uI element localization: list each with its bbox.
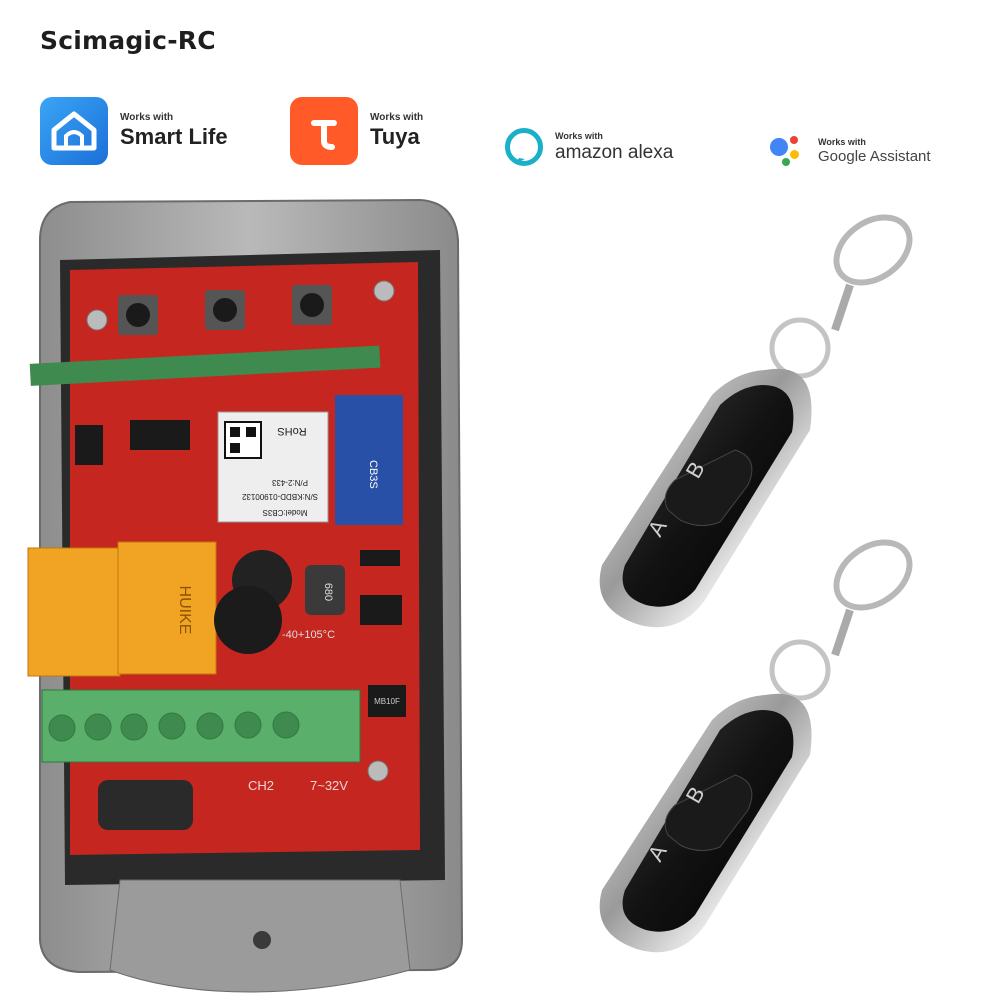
smart-life-house-icon: [40, 97, 108, 165]
alexa-name: amazon alexa: [555, 142, 674, 163]
smart-life-name: Smart Life: [120, 124, 228, 149]
alexa-works-with: Works with: [555, 131, 603, 141]
product-photo: CB3S RoHS P/N:2-433 S/N:KBDD-01900132 Mo…: [27, 198, 913, 993]
google-assistant-dots-icon: [768, 130, 808, 170]
inductor-label: 680: [322, 583, 334, 601]
voltage-label: 7~32V: [310, 778, 348, 793]
tuya-works-with: Works with: [370, 112, 424, 123]
tuya-name: Tuya: [370, 124, 420, 149]
brand-name: Scimagic-RC: [40, 26, 216, 55]
remote-control-bottom: B A: [599, 539, 913, 953]
receiver-pcb: CB3S RoHS P/N:2-433 S/N:KBDD-01900132 Mo…: [27, 262, 420, 855]
smart-life-badge: Works with Smart Life: [40, 96, 228, 166]
capacitor-label: -40+105°C: [282, 629, 335, 641]
module-label: CB3S: [367, 460, 379, 489]
rohs-label: RoHS: [277, 425, 306, 437]
tuya-badge: Works with Tuya: [290, 96, 423, 166]
sn-label: S/N:KBDD-01900132: [241, 492, 318, 501]
tuya-t-icon: [290, 97, 358, 165]
google-works-with: Works with: [818, 136, 866, 147]
google-name: Google Assistant: [818, 147, 931, 165]
bridge-label: MB10F: [374, 697, 400, 706]
alexa-ring-icon: [505, 128, 543, 166]
pn-label: P/N:2-433: [271, 478, 308, 487]
channel-label: CH2: [248, 778, 274, 793]
smart-life-works-with: Works with: [120, 112, 174, 123]
model-label: Model:CB3S: [263, 508, 308, 517]
remote-control-top: B A: [599, 214, 913, 628]
relay-brand-label: HUIKE: [176, 586, 193, 635]
google-assistant-badge: Works with Google Assistant: [768, 115, 931, 185]
alexa-badge: Works with amazon alexa: [505, 112, 673, 182]
